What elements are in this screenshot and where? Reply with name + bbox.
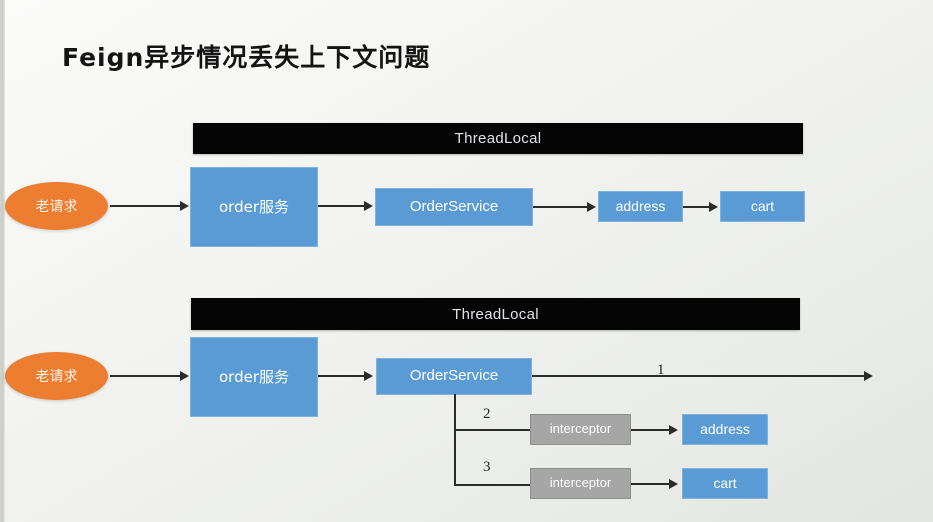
node-cart-label-branch-3: cart [713,474,737,491]
node-orderservice-row2[interactable]: OrderService [376,358,532,395]
request-ellipse-row1[interactable]: 老请求 [5,182,108,230]
arrow-row1-address-to-cart [683,206,711,208]
page-title: Feign异步情况丢失上下文问题 [62,43,431,72]
branch-number-1: 1 [657,362,665,378]
request-ellipse-label-row2: 老请求 [35,369,78,385]
branch-number-2: 2 [483,406,491,422]
node-orderservice-row1[interactable]: OrderService [375,188,533,226]
threadlocal-label-row1: ThreadLocal [454,130,542,147]
arrow-branch-1 [532,375,868,377]
arrowhead-branch-3-to-cart [669,479,678,489]
node-orderservice-label-row2: OrderService [409,367,499,385]
arrow-branch-2-to-interceptor [454,429,532,431]
node-order-service-label-row1: order服务 [219,197,289,216]
slide-left-edge-strip [0,0,5,522]
threadlocal-bar-row2: ThreadLocal [191,298,800,330]
threadlocal-bar-row1: ThreadLocal [193,123,803,154]
node-address-branch-2[interactable]: address [682,414,768,445]
arrow-row1-request-to-order [110,205,182,207]
arrowhead-row1-request-to-order [180,201,189,211]
arrow-row1-order-to-orderservice [318,205,366,207]
arrow-branch-3-interceptor-to-cart [631,483,671,485]
arrowhead-row1-address-to-cart [709,202,718,212]
node-cart-row1[interactable]: cart [720,191,805,222]
arrow-row2-order-to-orderservice [318,375,366,377]
node-cart-branch-3[interactable]: cart [682,468,768,499]
node-interceptor-label-branch-2: interceptor [549,421,612,437]
arrowhead-row2-request-to-order [180,371,189,381]
arrowhead-row2-order-to-orderservice [364,371,373,381]
node-address-row1[interactable]: address [598,191,683,222]
arrowhead-row1-orderservice-to-address [587,202,596,212]
request-ellipse-row2[interactable]: 老请求 [5,352,108,400]
node-interceptor-label-branch-3: interceptor [549,475,612,491]
arrowhead-branch-2-to-address [669,425,678,435]
node-order-service-row1[interactable]: order服务 [190,167,318,247]
request-ellipse-label-row1: 老请求 [35,199,78,215]
branch-number-3: 3 [483,459,491,475]
node-address-label-row1: address [615,197,666,214]
threadlocal-label-row2: ThreadLocal [452,305,539,323]
node-interceptor-branch-3[interactable]: interceptor [530,468,631,499]
arrowhead-branch-1 [864,371,873,381]
arrowhead-row1-order-to-orderservice [364,201,373,211]
node-address-label-branch-2: address [700,420,750,437]
node-order-service-label-row2: order服务 [219,367,289,386]
node-order-service-row2[interactable]: order服务 [190,337,318,417]
arrow-row1-orderservice-to-address [533,206,589,208]
node-cart-label-row1: cart [750,197,775,214]
node-interceptor-branch-2[interactable]: interceptor [530,414,631,445]
arrow-branch-2-interceptor-to-address [631,429,671,431]
arrow-row2-request-to-order [110,375,182,377]
branch-trunk-line [454,394,456,486]
node-orderservice-label-row1: OrderService [409,197,499,215]
arrow-branch-3-to-interceptor [454,484,532,486]
